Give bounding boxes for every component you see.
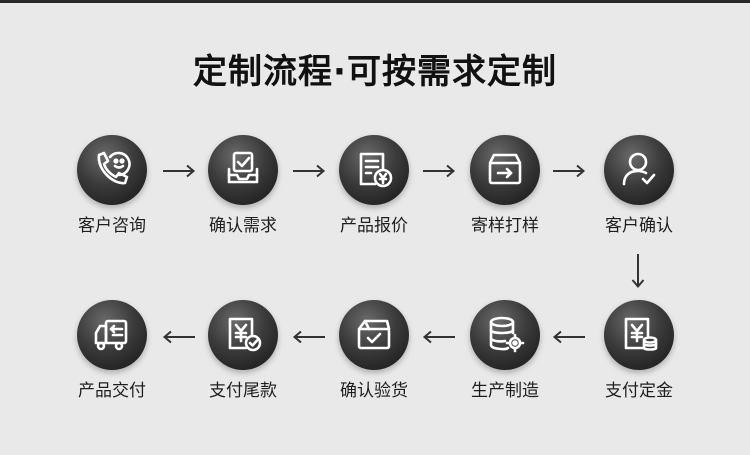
arrow-left-icon [292, 330, 325, 344]
step-circle [77, 135, 147, 205]
step-circle [470, 135, 540, 205]
step-label: 产品交付 [78, 381, 146, 401]
box-arrow-icon [488, 153, 522, 185]
step-label: 客户咨询 [78, 216, 146, 236]
arrow-left-icon [162, 330, 195, 344]
arrow-right-icon [293, 164, 326, 178]
arrow-right-icon [423, 164, 456, 178]
arrow-left-icon [422, 330, 455, 344]
document-yuan-icon [359, 152, 393, 188]
arrow-right-icon [553, 164, 586, 178]
step-circle [604, 135, 674, 205]
step-circle [208, 300, 278, 370]
step-circle [339, 300, 409, 370]
step-circle [470, 300, 540, 370]
arrow-left-icon [552, 330, 585, 344]
user-check-icon [622, 152, 656, 186]
top-border [0, 0, 750, 3]
document-yuan-check-icon [228, 317, 262, 352]
step-label: 确认验货 [340, 381, 408, 401]
arrow-down-icon [631, 254, 645, 289]
step-label: 客户确认 [605, 216, 673, 236]
step-label: 支付定金 [605, 381, 673, 401]
document-yuan-coins-icon [624, 317, 658, 351]
step-label: 寄样打样 [471, 216, 539, 236]
step-circle [77, 300, 147, 370]
box-check-icon [357, 319, 391, 350]
step-circle [208, 135, 278, 205]
step-label: 支付尾款 [209, 381, 277, 401]
step-circle [339, 135, 409, 205]
step-label: 确认需求 [209, 216, 277, 236]
database-gear-icon [489, 316, 525, 353]
arrow-right-icon [163, 164, 196, 178]
step-label: 生产制造 [471, 381, 539, 401]
step-label: 产品报价 [340, 216, 408, 236]
phone-smiley-icon [97, 151, 131, 185]
page-title: 定制流程·可按需求定制 [193, 52, 557, 92]
inbox-check-icon [227, 151, 259, 184]
step-circle [604, 300, 674, 370]
delivery-truck-icon [94, 319, 128, 351]
